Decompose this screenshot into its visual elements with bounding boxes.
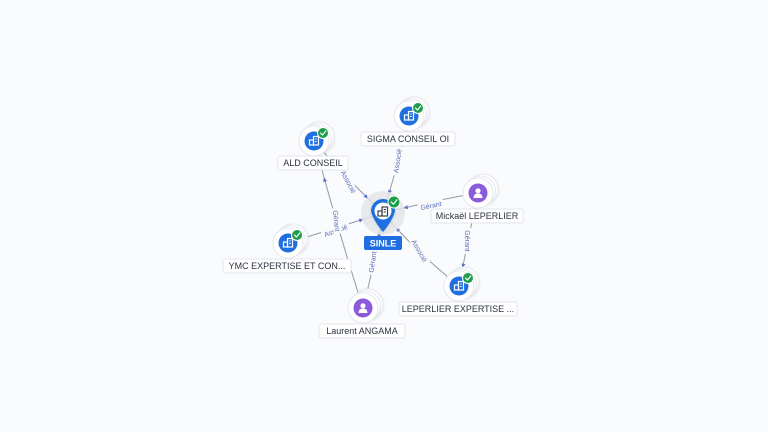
edge-arrow	[403, 205, 409, 210]
nodes-layer: ALD CONSEIL SIGMA CONSEIL OI Mickaël LEPER…	[222, 96, 524, 339]
building-icon	[377, 206, 389, 217]
node-label-box	[398, 301, 518, 317]
node-label: YMC EXPERTISE ET CON...	[229, 261, 346, 271]
node-label: LEPERLIER EXPERTISE ...	[402, 304, 514, 314]
node-laurent[interactable]: Laurent ANGAMA	[318, 288, 406, 339]
edge-label: Associé	[409, 239, 427, 264]
check-icon	[387, 195, 401, 209]
building-icon	[282, 237, 294, 248]
center-layer: SINLE	[361, 191, 405, 250]
node-sigma[interactable]: SIGMA CONSEIL OI	[360, 96, 456, 147]
node-label-box	[277, 155, 349, 171]
edge-label: Gérant	[420, 201, 442, 212]
check-icon	[291, 229, 303, 241]
node-label: SIGMA CONSEIL OI	[367, 134, 449, 144]
building-icon	[308, 135, 320, 146]
node-label-box	[430, 208, 524, 224]
person-icon	[473, 188, 483, 198]
node-label: ALD CONSEIL	[283, 158, 343, 168]
center-label: SINLE	[370, 239, 397, 249]
building-icon	[453, 280, 465, 291]
edge-label: Gérant	[369, 251, 379, 273]
check-icon	[412, 102, 424, 114]
node-label-box	[318, 323, 406, 339]
node-mickael[interactable]: Mickaël LEPERLIER	[430, 173, 524, 224]
node-label: Mickaël LEPERLIER	[436, 211, 519, 221]
node-label-box	[222, 258, 352, 274]
check-icon	[462, 272, 474, 284]
check-icon	[317, 127, 329, 139]
building-icon	[403, 110, 415, 121]
node-ald[interactable]: ALD CONSEIL	[277, 121, 349, 171]
edge-arrow	[363, 193, 369, 199]
node-label-box	[360, 131, 456, 147]
node-leperlier[interactable]: LEPERLIER EXPERTISE ...	[398, 266, 518, 317]
person-icon	[358, 303, 368, 313]
node-label: Laurent ANGAMA	[326, 326, 398, 336]
edge-label: Gérant	[463, 230, 470, 251]
edge-label: Associé	[393, 148, 403, 173]
edge-label: Associé	[339, 170, 357, 195]
node-ymc[interactable]: YMC EXPERTISE ET CON...	[222, 223, 352, 274]
node-center[interactable]: SINLE	[361, 191, 405, 250]
center-label-box	[364, 236, 402, 250]
edge-label: Gérant	[331, 210, 340, 232]
edge-arrow	[323, 177, 328, 183]
